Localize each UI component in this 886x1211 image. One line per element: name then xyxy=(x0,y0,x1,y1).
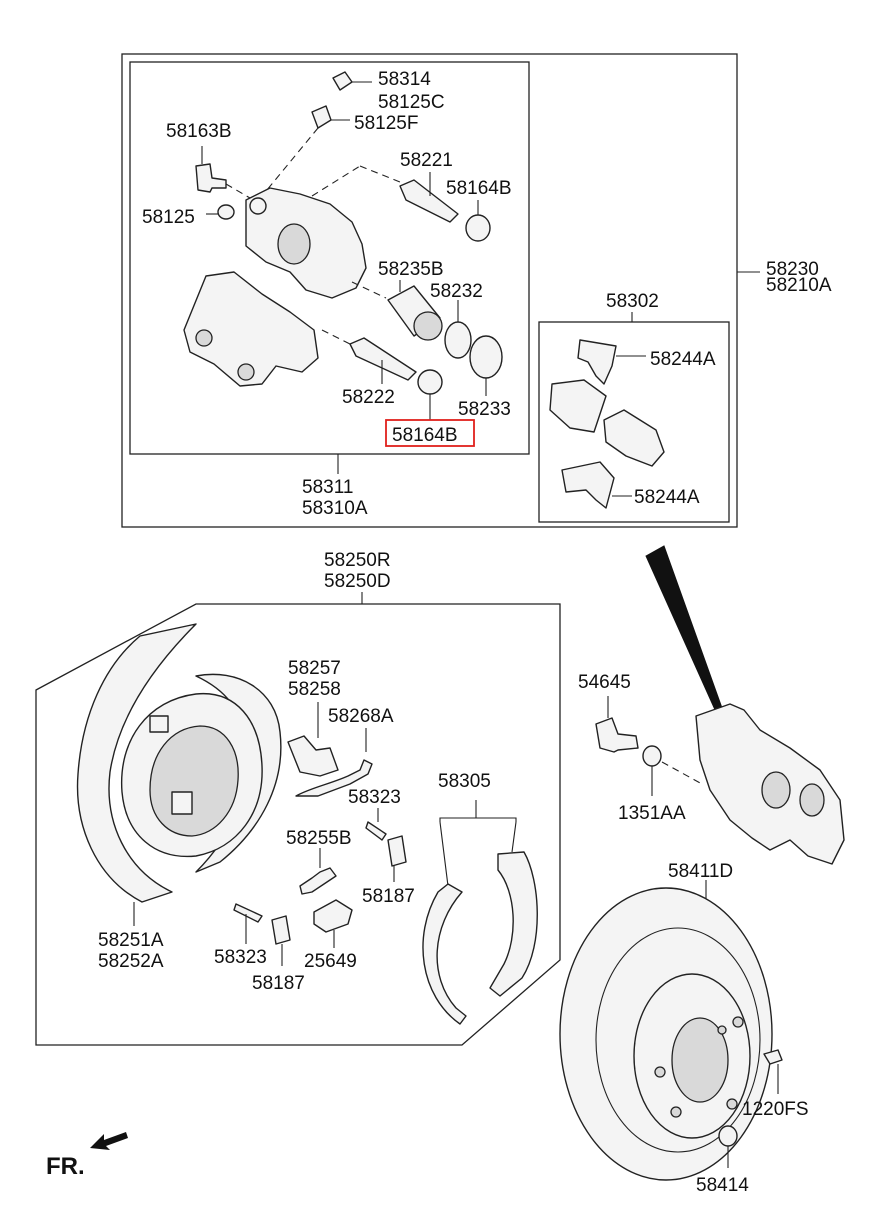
guide-pin-lower-part xyxy=(349,337,417,381)
label-58187-b: 58187 xyxy=(252,973,305,994)
label-58255B: 58255B xyxy=(286,828,352,849)
label-58251A: 58251A xyxy=(98,930,164,951)
label-58233: 58233 xyxy=(458,399,511,420)
guide-bolt-part xyxy=(195,163,227,193)
hold-down-pin-b-part xyxy=(233,903,263,923)
piston-boot-part xyxy=(469,335,503,379)
piston-seal-part xyxy=(444,321,472,359)
brake-pad-right-part xyxy=(603,409,665,467)
label-58305: 58305 xyxy=(438,771,491,792)
brake-shoe-right-part xyxy=(489,851,538,997)
label-58250R: 58250R xyxy=(324,550,391,571)
pad-clip-upper-part xyxy=(577,339,617,385)
hold-down-clip-b-part xyxy=(271,915,291,945)
caliper-assembly-box xyxy=(121,53,738,528)
backing-plate-part xyxy=(76,623,197,903)
caliper-assembly-group xyxy=(121,53,760,528)
caliper-bolt-part xyxy=(595,717,639,753)
label-58125C: 58125C xyxy=(378,92,445,113)
label-58323-b: 58323 xyxy=(214,947,267,968)
guide-pin-upper-part xyxy=(399,179,459,223)
highlight-box xyxy=(385,419,475,447)
label-58164B-highlighted: 58164B xyxy=(392,425,458,446)
hold-down-clip-a-part xyxy=(387,835,407,867)
label-58314: 58314 xyxy=(378,69,431,90)
label-58222: 58222 xyxy=(342,387,395,408)
label-58414: 58414 xyxy=(696,1175,749,1196)
front-direction-label: FR. xyxy=(46,1153,85,1180)
label-58125F: 58125F xyxy=(354,113,418,134)
bleeder-cap-part xyxy=(332,71,353,91)
washer-part xyxy=(217,204,235,220)
adjuster-spring-part xyxy=(295,759,373,797)
label-58164B-top: 58164B xyxy=(446,178,512,199)
brake-pad-left-part xyxy=(549,379,607,433)
pin-boot-upper-part xyxy=(465,214,491,242)
front-direction-indicator: FR. xyxy=(46,1132,128,1180)
parking-brake-group xyxy=(35,592,561,1046)
label-58268A: 58268A xyxy=(328,706,394,727)
label-58230: 58230 xyxy=(766,259,819,280)
label-58235B: 58235B xyxy=(378,259,444,280)
disc-plug-part xyxy=(718,1125,738,1147)
pad-clip-lower-part xyxy=(561,461,615,509)
disc-screw-part xyxy=(763,1049,783,1065)
label-58210A: 58210A xyxy=(766,275,832,296)
hold-down-pin-a-part xyxy=(365,821,387,841)
adjuster-part xyxy=(313,899,353,933)
return-spring-part xyxy=(299,867,337,895)
label-54645: 54645 xyxy=(578,672,631,693)
label-1220FS: 1220FS xyxy=(742,1099,809,1120)
brake-pad-kit-box xyxy=(538,321,730,523)
caliper-bracket-part xyxy=(183,271,319,387)
arrow-left-icon xyxy=(90,1132,128,1150)
label-58257: 58257 xyxy=(288,658,341,679)
label-58252A: 58252A xyxy=(98,951,164,972)
parking-brake-box xyxy=(35,603,561,1046)
brake-shoe-left-part xyxy=(422,883,467,1025)
label-58187-a: 58187 xyxy=(362,886,415,907)
label-58311: 58311 xyxy=(302,477,353,498)
label-58258: 58258 xyxy=(288,679,341,700)
label-58310A: 58310A xyxy=(302,498,368,519)
label-25649: 25649 xyxy=(304,951,357,972)
label-58232: 58232 xyxy=(430,281,483,302)
caliper-washer-part xyxy=(642,745,662,767)
label-58125: 58125 xyxy=(142,207,195,228)
label-58244A-bottom: 58244A xyxy=(634,487,700,508)
label-58411D: 58411D xyxy=(668,861,733,882)
label-1351AA: 1351AA xyxy=(618,803,686,824)
label-58302: 58302 xyxy=(606,291,659,312)
label-58163B: 58163B xyxy=(166,121,232,142)
pin-boot-lower-part xyxy=(417,369,443,395)
label-58323-a: 58323 xyxy=(348,787,401,808)
disc-and-caliper-group xyxy=(559,545,845,1181)
caliper-kit-box xyxy=(129,61,530,455)
bleeder-screw-part xyxy=(311,105,332,129)
label-58244A-top: 58244A xyxy=(650,349,716,370)
label-58221: 58221 xyxy=(400,150,453,171)
parking-lever-part xyxy=(287,735,339,777)
label-58250D: 58250D xyxy=(324,571,391,592)
pointer-wedge xyxy=(645,545,723,713)
